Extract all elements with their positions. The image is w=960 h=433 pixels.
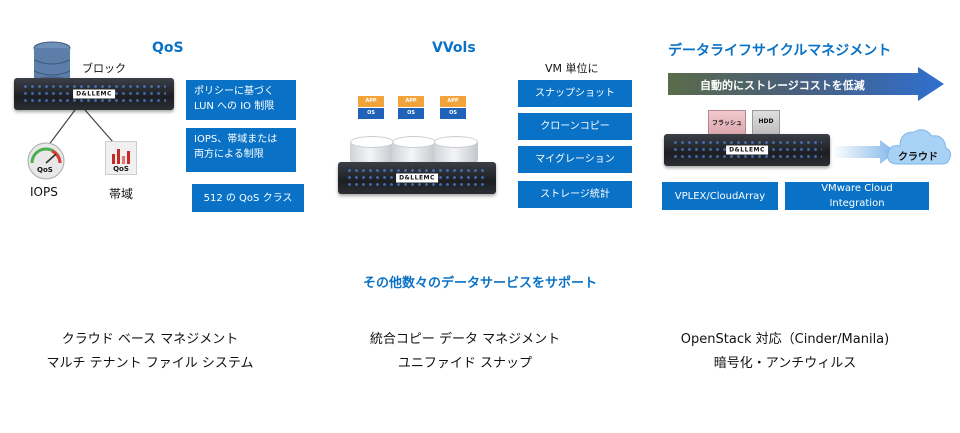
- iops-label: IOPS: [30, 185, 58, 199]
- qos-box-limit: IOPS、帯域または 両方による制限: [186, 128, 296, 172]
- vm-chip-3: APP OS: [440, 96, 466, 122]
- qos-box-policy: ポリシーに基づく LUN への IO 制限: [186, 80, 296, 120]
- vm-unit-label: VM 単位に: [545, 62, 599, 75]
- vvols-box-migration-text: マイグレーション: [535, 154, 615, 165]
- vm-chip-1: APP OS: [358, 96, 384, 122]
- vm-chip-2: APP OS: [398, 96, 424, 122]
- service-item: マルチ テナント ファイル システム: [46, 356, 254, 371]
- hdd-tier: HDD: [752, 110, 780, 138]
- bars-qos-text: QoS: [113, 165, 129, 173]
- vvols-box-stats: ストレージ統計: [518, 181, 632, 208]
- block-label: ブロック: [82, 62, 126, 75]
- lifecycle-box-vmware-text: VMware Cloud Integration: [821, 183, 893, 209]
- vvols-box-clone-text: クローンコピー: [540, 121, 610, 132]
- chip-app-label: APP: [440, 96, 466, 107]
- support-title: その他数々のデータサービスをサポート: [362, 276, 597, 291]
- server-logo: D&LLEMC: [396, 173, 438, 183]
- chip-os-label: OS: [398, 108, 424, 119]
- lifecycle-box-vplex: VPLEX/CloudArray: [662, 182, 778, 210]
- vvols-title: VVols: [432, 40, 476, 56]
- cost-reduction-arrow: [668, 67, 944, 101]
- vvols-box-clone: クローンコピー: [518, 113, 632, 140]
- iops-gauge-icon: [27, 142, 65, 180]
- cost-reduction-text: 自動的にストレージコストを低減: [700, 79, 865, 92]
- qos-box-limit-text: IOPS、帯域または 両方による制限: [194, 134, 278, 160]
- server-logo: D&LLEMC: [726, 145, 768, 155]
- vvols-storage-array: D&LLEMC: [338, 162, 496, 194]
- vvols-box-snapshot-text: スナップショット: [535, 88, 615, 99]
- qos-box-policy-text: ポリシーに基づく LUN への IO 制限: [194, 86, 275, 112]
- services-col-2: 統合コピー データ マネジメント ユニファイド スナップ: [335, 328, 595, 376]
- service-item: クラウド ベース マネジメント: [61, 332, 239, 347]
- server-logo: D&LLEMC: [73, 89, 115, 99]
- hdd-label: HDD: [758, 118, 774, 125]
- bandwidth-label: 帯域: [109, 187, 134, 201]
- lifecycle-title: データライフサイクルマネジメント: [668, 43, 892, 59]
- service-item: 統合コピー データ マネジメント: [369, 332, 561, 347]
- chip-os-label: OS: [358, 108, 384, 119]
- tiering-arrow: [832, 140, 896, 164]
- lifecycle-storage-array: D&LLEMC: [664, 134, 830, 166]
- services-col-3: OpenStack 対応（Cinder/Manila) 暗号化・アンチウィルス: [650, 328, 920, 376]
- service-item: OpenStack 対応（Cinder/Manila): [680, 332, 890, 347]
- vvols-box-stats-text: ストレージ統計: [540, 189, 610, 200]
- lifecycle-box-vplex-text: VPLEX/CloudArray: [674, 190, 766, 202]
- gauge-qos-text: QoS: [37, 166, 53, 174]
- services-col-1: クラウド ベース マネジメント マルチ テナント ファイル システム: [20, 328, 280, 376]
- vvols-box-snapshot: スナップショット: [518, 80, 632, 107]
- cloud-label: クラウド: [898, 152, 938, 163]
- qos-title: QoS: [152, 40, 184, 56]
- lifecycle-box-vmware: VMware Cloud Integration: [785, 182, 929, 210]
- flash-label: フラッシュ: [711, 120, 742, 127]
- qos-storage-array: D&LLEMC: [14, 78, 174, 110]
- service-item: 暗号化・アンチウィルス: [713, 356, 857, 371]
- vvols-box-migration: マイグレーション: [518, 146, 632, 173]
- qos-box-classes: 512 の QoS クラス: [192, 184, 304, 212]
- service-item: ユニファイド スナップ: [397, 356, 533, 371]
- chip-app-label: APP: [398, 96, 424, 107]
- cloud-icon: [887, 129, 952, 165]
- chip-app-label: APP: [358, 96, 384, 107]
- qos-box-classes-text: 512 の QoS クラス: [203, 192, 293, 204]
- chip-os-label: OS: [440, 108, 466, 119]
- bandwidth-bars-icon: QoS: [105, 141, 137, 175]
